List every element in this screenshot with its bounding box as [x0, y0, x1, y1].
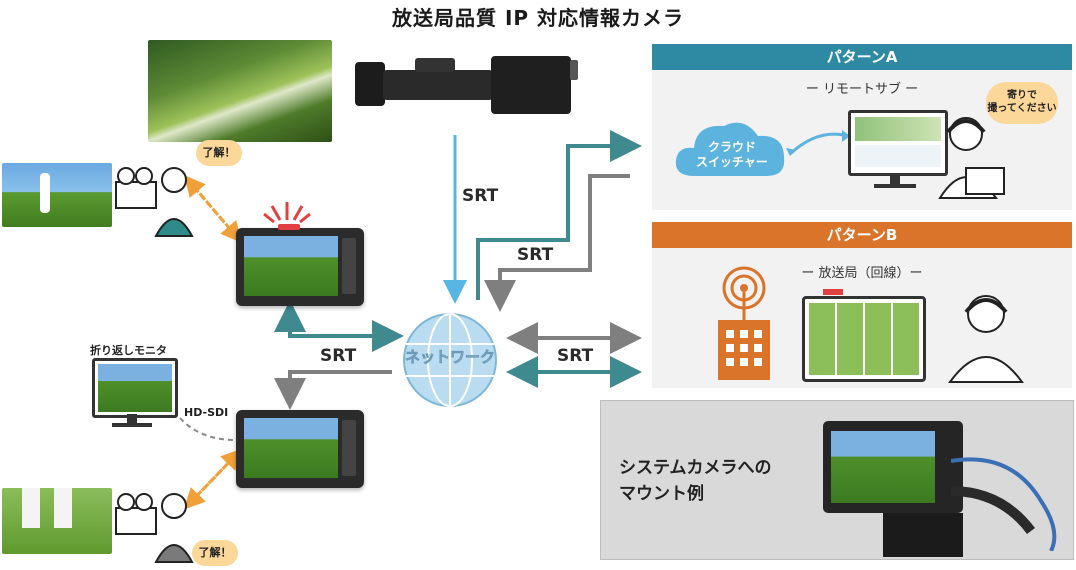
pattern-a-panel: パターンA ー リモートサブ ー クラウド スイッチャー 寄りで 撮ってください — [652, 44, 1072, 210]
tally-light-icon — [263, 202, 311, 224]
ack-text-bottom: 了解！ — [198, 546, 232, 559]
remote-operator-icon — [938, 117, 1005, 199]
cloud-icon — [675, 122, 785, 176]
srt-label-upper: SRT — [517, 245, 554, 265]
hdsdi-label: HD-SDI — [184, 406, 229, 419]
folding-monitor-stand — [127, 414, 137, 424]
mount-example-label: システムカメラへの マウント例 — [619, 458, 772, 504]
switcher-stand — [890, 174, 900, 184]
field-monitor-bottom — [236, 410, 364, 488]
pattern-a-subtitle: ー リモートサブ ー — [805, 82, 919, 97]
hdsdi-cable — [179, 417, 237, 441]
network-globe-icon — [403, 313, 497, 407]
request-text: 寄りで 撮ってください — [987, 90, 1057, 114]
request-bubble: 寄りで 撮ってください — [986, 82, 1058, 124]
ack-bubble-bottom: 了解！ — [192, 540, 238, 566]
srt-label-left: SRT — [320, 346, 357, 366]
srt-label-camera: SRT — [462, 186, 499, 206]
network-label: ネットワーク — [404, 348, 496, 367]
pattern-b-subtitle: ー 放送局（回線）ー — [801, 266, 923, 281]
srt-label-right: SRT — [557, 346, 594, 366]
broadcast-station-icon — [718, 266, 770, 380]
page-title: 放送局品質 IP 対応情報カメラ — [391, 6, 685, 30]
switcher-monitor — [848, 110, 948, 176]
folding-monitor-base — [112, 423, 152, 427]
multiview-monitor — [802, 289, 926, 382]
mount-example-panel: システムカメラへの マウント例 — [600, 400, 1074, 560]
camera-operator-top-icon — [115, 167, 194, 237]
field-monitor-top — [236, 224, 364, 306]
camera-operator-bottom-icon — [115, 493, 194, 563]
folding-monitor-label: 折り返しモニタ — [90, 344, 167, 357]
mounted-monitor — [823, 421, 963, 513]
ack-bubble-top: 了解！ — [196, 140, 242, 166]
pattern-b-panel: パターンB ー 放送局（回線）ー — [652, 222, 1072, 388]
golfer-photo-top — [2, 163, 112, 227]
cloud-label: クラウド スイッチャー — [696, 140, 768, 169]
cloud-link-arrow — [786, 130, 850, 156]
station-operator-icon — [948, 295, 1024, 383]
pattern-a-to-network-gray — [484, 174, 630, 312]
network-to-monitor2-arrow — [274, 370, 392, 410]
golf-course-photo — [148, 40, 332, 142]
golfer-photo-bottom — [2, 488, 112, 554]
ack-text-top: 了解！ — [202, 146, 236, 159]
monitor1-to-network-arrow — [288, 310, 404, 352]
pattern-a-header: パターンA — [652, 44, 1072, 70]
ip-camera — [355, 52, 580, 120]
cable-bundle — [951, 457, 1057, 551]
camera-rig — [883, 513, 963, 557]
switcher-base — [874, 184, 916, 188]
pattern-b-header: パターンB — [652, 222, 1072, 248]
folding-monitor — [92, 358, 178, 418]
network-to-pattern-a-teal — [476, 130, 642, 300]
